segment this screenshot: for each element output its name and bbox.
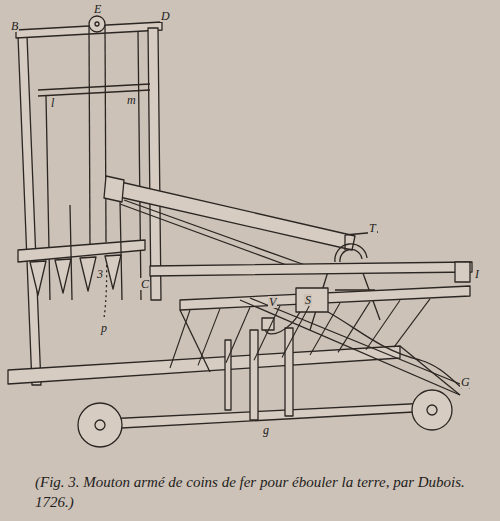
part-letter: p [100,322,108,334]
part-letter: I [474,268,480,280]
part-letter: g [262,424,270,436]
part-letter: D [160,10,171,22]
part-letter: B [10,20,19,32]
deck-slat [198,309,220,366]
part-letter: l [50,97,55,109]
deck-slat [394,299,430,347]
part-letter: G [460,376,471,388]
part-letter: m [126,94,137,106]
figure-caption: (Fig. 3. Mouton armé de coins de fer pou… [35,472,465,512]
deck-slat [366,300,400,350]
deck-slat [170,310,190,368]
deck-slat [338,302,370,353]
deck-slat [226,307,250,363]
part-letter: 3 [96,268,104,280]
part-letter: E [93,3,102,15]
part-letter: S [304,294,312,306]
deck-slat [310,303,340,355]
deck-slat [254,306,280,360]
part-letter: V [268,296,277,308]
part-letter: C [140,278,150,290]
part-letter: T [368,222,377,234]
deck-slat [282,304,310,357]
